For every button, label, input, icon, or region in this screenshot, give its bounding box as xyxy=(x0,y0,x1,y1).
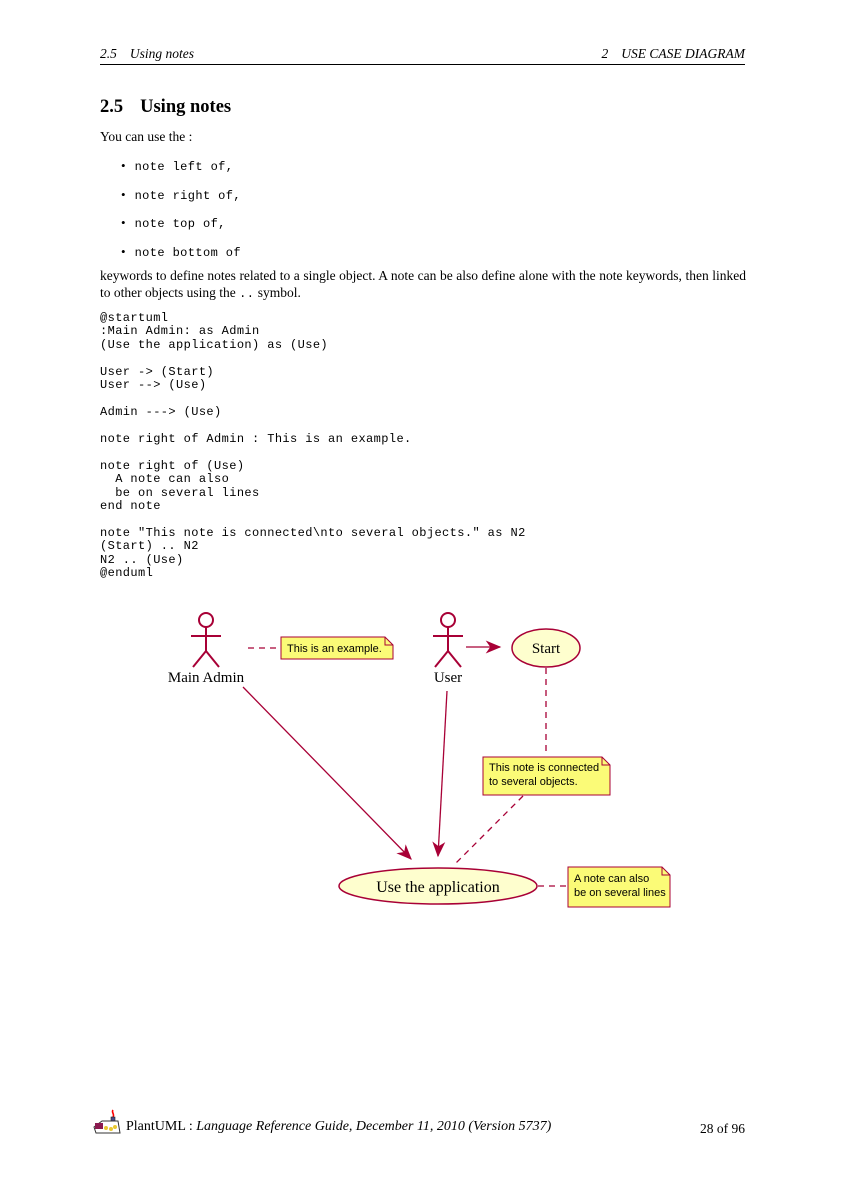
bullet-icon: • xyxy=(121,215,126,230)
usecase-label: Start xyxy=(532,641,561,657)
note-text: This note is connected xyxy=(489,762,599,774)
code-line: @enduml xyxy=(100,566,154,581)
code-block: @startuml :Main Admin: as Admin (Use the… xyxy=(100,311,526,580)
running-section-title: Using notes xyxy=(129,46,194,61)
actor-main-admin: Main Admin xyxy=(168,612,245,686)
code-line xyxy=(100,419,526,432)
actor-head-icon xyxy=(440,612,456,628)
code-line: note right of (Use) xyxy=(100,458,245,473)
note-example: This is an example. xyxy=(280,636,394,660)
section-heading-number: 2.5 xyxy=(100,97,124,117)
uml-diagram-canvas: Main Admin User Start Use the applicatio… xyxy=(168,612,671,908)
bullet-item-label: note right of, xyxy=(134,189,241,203)
note-text: be on several lines xyxy=(574,887,666,899)
bullet-item: • note top of, xyxy=(121,214,226,232)
code-line xyxy=(100,392,526,405)
usecase-use-application: Use the application xyxy=(338,867,538,905)
code-line: note "This note is connected\nto several… xyxy=(100,526,526,540)
code-line: note right of Admin : This is an example… xyxy=(100,431,412,446)
bullet-icon: • xyxy=(121,187,126,202)
code-line xyxy=(100,513,526,526)
bullet-item: • note right of, xyxy=(121,186,241,204)
code-line: N2 .. (Use) xyxy=(100,552,184,567)
note-text: A note can also xyxy=(574,873,649,885)
note-several-lines: A note can also be on several lines xyxy=(567,866,671,908)
actor-leg xyxy=(192,650,207,668)
note-text: to several objects. xyxy=(489,776,578,788)
usecase-start: Start xyxy=(511,628,581,668)
plantuml-logo-icon xyxy=(92,1108,122,1143)
actor-leg xyxy=(447,650,462,668)
intro-paragraph: You can use the : xyxy=(100,129,193,144)
actor-label: Main Admin xyxy=(168,670,245,686)
section-heading-title: Using notes xyxy=(140,97,232,117)
uml-usecase-diagram: Main Admin User Start Use the applicatio… xyxy=(160,605,680,920)
bullet-item-label: note top of, xyxy=(134,217,226,231)
code-line xyxy=(100,445,526,458)
footer-separator: : xyxy=(185,1119,197,1134)
code-line: (Start) .. N2 xyxy=(100,539,199,554)
note-fold-icon xyxy=(384,637,393,646)
bullet-item: • note left of, xyxy=(121,157,233,175)
usecase-ellipse xyxy=(511,628,581,668)
edge-note2-use xyxy=(455,795,524,864)
usecase-ellipse xyxy=(338,867,538,905)
code-line: be on several lines xyxy=(100,485,260,500)
code-line: User --> (Use) xyxy=(100,378,207,393)
code-line: end note xyxy=(100,499,161,514)
code-line: @startuml xyxy=(100,311,169,325)
paragraph-text: symbol. xyxy=(254,284,301,300)
bullet-item: • note bottom of xyxy=(121,243,241,261)
bullet-item-label: note bottom of xyxy=(134,246,241,260)
actor-label: User xyxy=(434,670,462,686)
running-chapter-number: 2 xyxy=(601,46,609,61)
bullet-icon: • xyxy=(121,244,126,259)
running-header-right: 2 USE CASE DIAGRAM xyxy=(602,46,745,62)
note-shape xyxy=(567,866,671,908)
footer-brand: PlantUML xyxy=(126,1119,186,1134)
note-connected: This note is connected to several object… xyxy=(482,756,611,796)
footer-reference: PlantUML : Language Reference Guide, Dec… xyxy=(126,1119,551,1135)
running-header-left: 2.5 Using notes xyxy=(100,46,194,62)
code-line: Admin ---> (Use) xyxy=(100,405,222,420)
note-text: This is an example. xyxy=(287,643,382,655)
code-line: (Use the application) as (Use) xyxy=(100,337,329,352)
code-line xyxy=(100,351,526,364)
actor-leg xyxy=(205,650,220,668)
actor-leg xyxy=(434,650,449,668)
edge-admin-use-arrow xyxy=(242,686,412,860)
note-shape xyxy=(482,756,611,796)
note-shape xyxy=(280,636,394,660)
code-line: A note can also xyxy=(100,472,230,487)
bullet-icon: • xyxy=(121,158,126,173)
page-number: 28 of 96 xyxy=(700,1121,745,1136)
code-line: :Main Admin: as Admin xyxy=(100,324,260,339)
actor-head-icon xyxy=(198,612,214,628)
running-chapter-title: USE CASE DIAGRAM xyxy=(621,46,745,61)
paragraph-inline-code: .. xyxy=(239,286,255,301)
actor-user: User xyxy=(433,612,463,686)
bullet-item-label: note left of, xyxy=(134,160,234,174)
running-section-number: 2.5 xyxy=(100,46,117,61)
header-rule xyxy=(100,64,745,65)
note-fold-icon xyxy=(661,867,670,876)
section-heading: 2.5 Using notes xyxy=(100,97,231,118)
usecase-label: Use the application xyxy=(376,879,500,896)
footer-reference-title: Language Reference Guide, December 11, 2… xyxy=(196,1119,552,1134)
paragraph-text: keywords to define notes related to a si… xyxy=(100,268,746,300)
edge-user-use-arrow xyxy=(432,690,448,858)
body-paragraph: keywords to define notes related to a si… xyxy=(100,268,746,302)
note-fold-icon xyxy=(601,757,610,766)
code-line: User -> (Start) xyxy=(100,364,215,379)
